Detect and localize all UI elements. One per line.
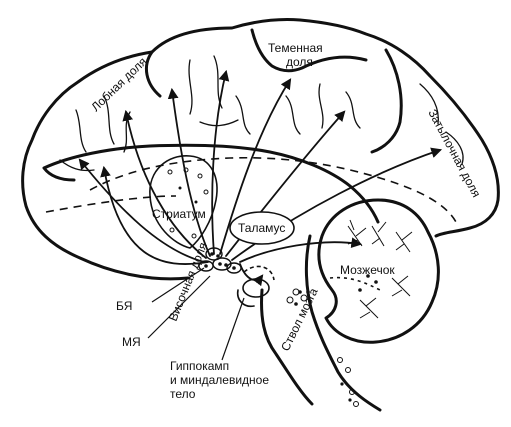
corpus-callosum: [42, 143, 380, 224]
dashed-tract-lower: [45, 195, 177, 213]
label-hippocampus-line2: и миндалевидное: [170, 373, 269, 387]
label-cerebellum: Мозжечок: [340, 263, 395, 277]
label-vta: БЯ: [116, 299, 132, 313]
label-hippocampus-line3: тело: [170, 387, 196, 401]
striatum: [149, 155, 218, 249]
brainstem: [260, 234, 382, 412]
central-sulcus: [250, 28, 368, 73]
dashed-tract-upper: [89, 156, 457, 223]
label-striatum: Стриатум: [152, 207, 206, 221]
label-thalamus: Таламус: [238, 221, 285, 235]
hippocampus-amygdala: [236, 265, 275, 308]
label-frontal-lobe: Лобная доля: [88, 54, 149, 114]
brainstem-nuclei: [286, 288, 359, 407]
label-mn: МЯ: [122, 335, 141, 349]
dopamine-projections: [78, 69, 443, 287]
occipital-groove: [370, 48, 403, 154]
cerebellum: [317, 198, 440, 344]
lateral-groove: [144, 50, 162, 98]
label-parietal-lobe-line2: доля: [286, 55, 313, 69]
midbrain-nuclei: [198, 247, 242, 274]
thalamus: [229, 211, 295, 245]
label-hippocampus-line1: Гиппокамп: [170, 359, 229, 373]
label-occipital-lobe: Затылочная доля: [425, 107, 483, 200]
cortex-outline: [21, 18, 500, 281]
label-leaders: [147, 267, 245, 361]
label-parietal-lobe-line1: Теменная: [268, 41, 323, 55]
